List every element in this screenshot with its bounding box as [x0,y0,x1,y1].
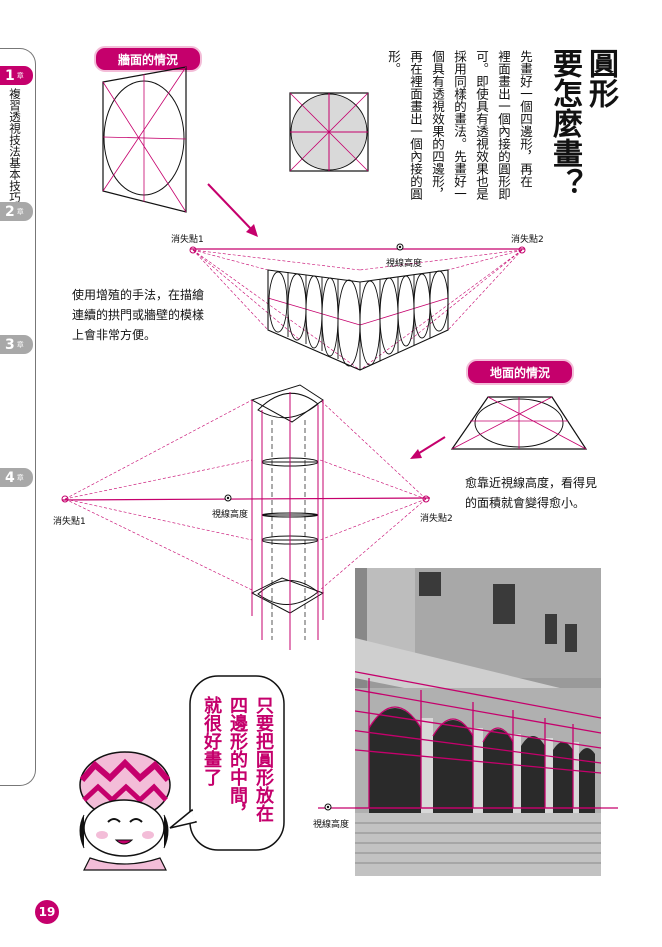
section-title: 複習透視技法基本技巧 [8,88,22,203]
body-column-6: 再在裡面畫出一個內接的圓 [408,50,423,200]
chapter-tab-number: 3 [5,336,15,353]
wall-perspective-square [102,66,187,213]
photo-eye-level-line [318,803,618,811]
ground-case-label: 地面的情況 [466,359,574,385]
vanishing-point-2-label: 消失點2 [420,514,453,524]
mascot-character [79,751,171,871]
ground-caption: 愈靠近視線高度，看得見 的面積就會變得愈小。 [465,473,597,513]
page-number: 19 [35,900,59,924]
body-column-7: 形。 [386,50,401,75]
column-perspective-diagram [61,384,431,650]
chapter-tab-number: 2 [5,203,15,220]
chapter-sidebar [0,48,36,786]
wall-caption-line: 使用增殖的手法，在描繪 [72,288,205,302]
arrow-icon [410,436,446,459]
speech-bubble-text: 只要把圓形放在四邊形的中間，就很好畫了 [201,696,274,822]
wall-caption: 使用增殖的手法，在描繪 連續的拱門或牆壁的模樣 上會非常方便。 [72,285,204,345]
body-column-5: 個具有透視效果的四邊形， [430,50,445,200]
page-title-line1: 圓形 [583,48,618,108]
wall-caption-line: 連續的拱門或牆壁的模樣 [72,308,205,322]
circle-in-square [289,92,369,172]
speech-bubble [169,675,285,851]
chapter-tab-suffix: 章 [16,340,24,349]
vanishing-point-1-label: 消失點1 [53,517,86,527]
wall-arches-diagram [189,243,526,371]
eye-icon [396,243,404,251]
ground-perspective-square [450,396,588,450]
eye-level-label: 視線高度 [313,820,350,830]
ground-caption-line: 的面積就會變得愈小。 [465,496,586,510]
eye-icon [224,494,232,502]
ground-caption-line: 愈靠近視線高度，看得見 [465,476,598,490]
eye-level-label: 視線高度 [386,259,423,269]
eye-level-label: 視線高度 [212,510,249,520]
vanishing-point-2-label: 消失點2 [511,235,544,245]
chapter-tab-suffix: 章 [16,207,24,216]
chapter-tab-number: 4 [5,469,15,486]
body-column-4: 採用同樣的畫法。先畫好一 [452,50,467,200]
eye-icon [324,803,332,811]
building-arcade-photo [355,568,601,876]
body-column-2: 裡面畫出一個內接的圓形即 [496,50,511,200]
wall-caption-line: 上會非常方便。 [72,328,157,342]
chapter-tab-suffix: 章 [16,71,24,80]
vanishing-point-1-label: 消失點1 [171,235,204,245]
arrow-icon [207,183,258,237]
chapter-tab-number: 1 [5,67,15,84]
page-title-line2: 要怎麼畫？ [547,48,582,198]
chapter-tab-suffix: 章 [16,473,24,482]
body-column-3: 可。即使具有透視效果也是 [474,50,489,200]
body-column-1: 先畫好一個四邊形，再在 [518,50,533,188]
